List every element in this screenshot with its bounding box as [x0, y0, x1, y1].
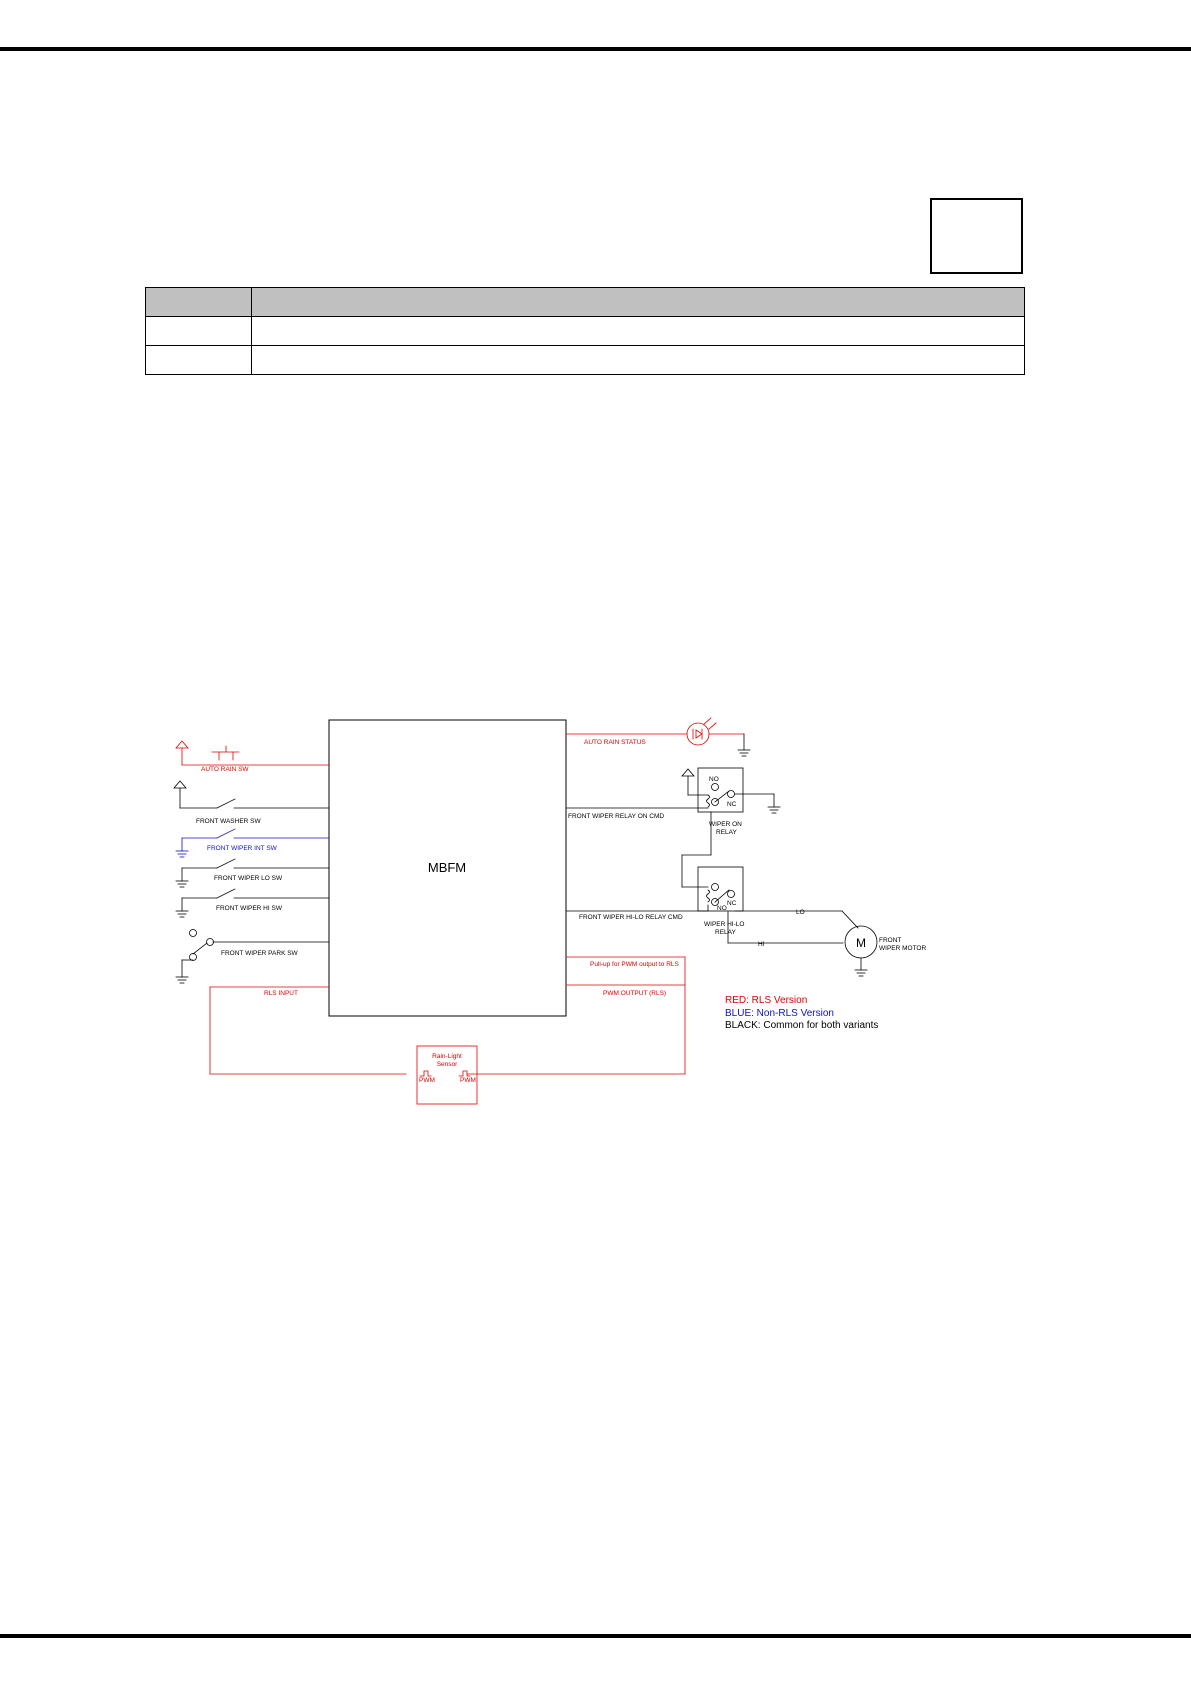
wiper-on-relay-no-label: NO [709, 776, 719, 783]
motor-hi-label: HI [758, 941, 765, 948]
auto-rain-status-ground [737, 733, 751, 757]
sensor-label-2: Sensor [437, 1061, 458, 1068]
pull-up-note-label: Pull-up for PWM output to RLS [590, 961, 680, 968]
rain-light-sensor [416, 1045, 478, 1105]
header-rule [0, 47, 1191, 51]
wiper-hilo-relay-label-1: WIPER HI-LO [704, 921, 744, 928]
front-wiper-hi-lo-relay-cmd-label: FRONT WIPER HI-LO RELAY CMD [579, 914, 683, 921]
legend-blue: BLUE: Non-RLS Version [725, 1008, 834, 1019]
auto-rain-sw-label: AUTO RAIN SW [201, 766, 249, 773]
revision-table-row [145, 345, 1025, 375]
revision-table [145, 287, 1025, 375]
wiper-hilo-relay-no-label: NO [717, 905, 727, 912]
legend-black: BLACK: Common for both variants [725, 1020, 878, 1031]
wiper-hilo-relay-nc-label: NC [727, 900, 737, 907]
wiper-on-relay-label-1: WIPER ON [709, 821, 742, 828]
legend-red: RED: RLS Version [725, 995, 807, 1006]
sensor-pin-right: PWM [460, 1077, 476, 1084]
motor-label-2: WIPER MOTOR [879, 945, 926, 952]
mbfm-label: MBFM [428, 860, 466, 875]
rls-input-label: RLS INPUT [264, 990, 298, 997]
front-wiper-park-switch-circuit [175, 929, 330, 984]
front-wiper-relay-on-cmd-label: FRONT WIPER RELAY ON CMD [568, 813, 664, 820]
motor-label-1: FRONT [879, 937, 901, 944]
front-wiper-int-switch-circuit [175, 828, 330, 858]
rls-loop [209, 956, 686, 1105]
wiper-on-relay [565, 767, 781, 888]
wiper-hilo-relay-label-2: RELAY [715, 929, 736, 936]
auto-rain-status-label: AUTO RAIN STATUS [584, 739, 646, 746]
pwm-output-rls-label: PWM OUTPUT (RLS) [603, 990, 666, 997]
front-washer-sw-label: FRONT WASHER SW [196, 818, 262, 825]
auto-rain-status-circuit [565, 717, 745, 746]
auto-rain-switch-circuit [175, 740, 330, 766]
front-wiper-hi-switch-circuit [175, 888, 330, 918]
front-wiper-lo-sw-label: FRONT WIPER LO SW [214, 875, 283, 882]
front-washer-switch-circuit [173, 780, 330, 809]
footer-rule [0, 1634, 1191, 1638]
motor-symbol: M [856, 936, 866, 950]
front-wiper-hi-sw-label: FRONT WIPER HI SW [216, 905, 283, 912]
motor-lo-label: LO [796, 909, 805, 916]
wiper-on-relay-nc-label: NC [727, 801, 737, 808]
front-wiper-park-sw-label: FRONT WIPER PARK SW [221, 950, 299, 957]
front-wiper-int-sw-label: FRONT WIPER INT SW [207, 845, 278, 852]
stamp-box [930, 198, 1023, 274]
wiper-on-relay-label-2: RELAY [716, 829, 737, 836]
front-wiper-lo-switch-circuit [175, 858, 330, 888]
front-wiper-motor [844, 925, 878, 977]
wiper-hilo-relay [565, 866, 859, 944]
sensor-label-1: Rain-Light [432, 1053, 462, 1060]
sensor-pin-left: PWM [419, 1077, 435, 1084]
